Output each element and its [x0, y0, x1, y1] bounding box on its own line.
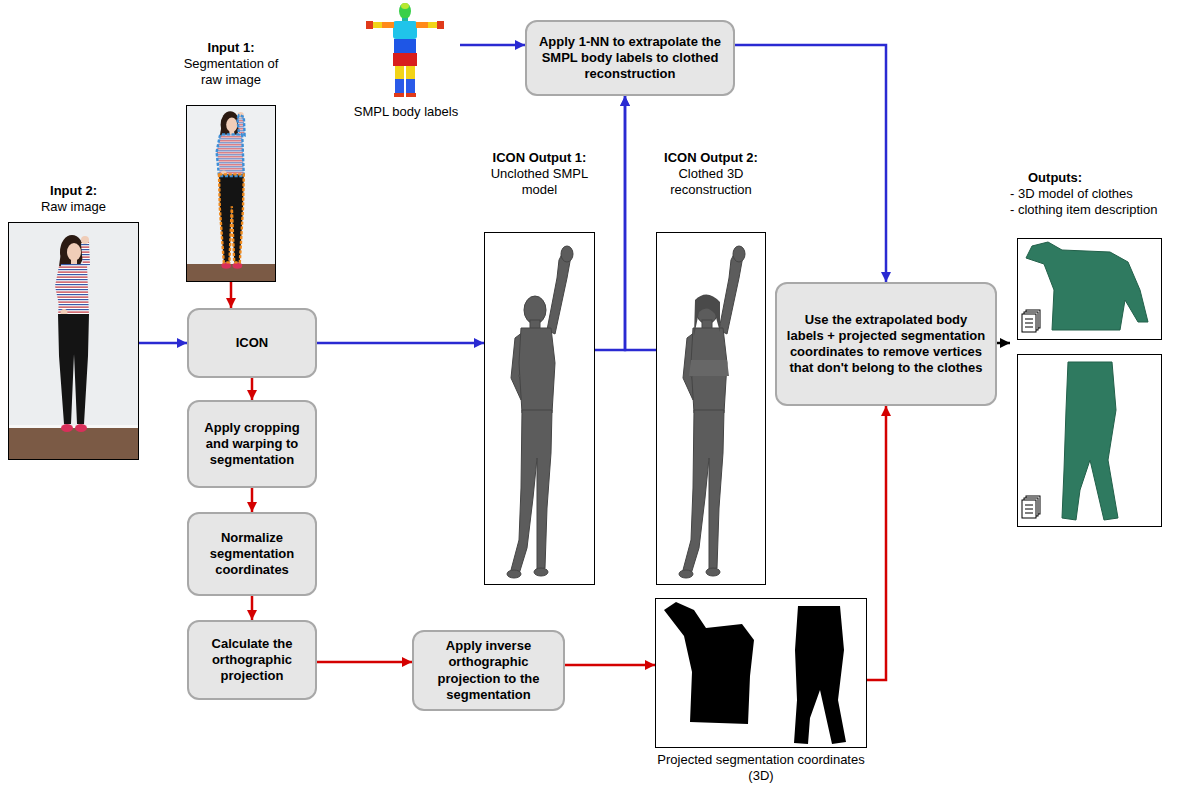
flow-arrow — [867, 406, 886, 680]
flow-arrow — [251, 596, 254, 620]
flow-arrow — [317, 342, 484, 345]
flow-arrow — [595, 96, 625, 350]
heading: ICON Output 2: — [656, 150, 766, 166]
output-clothes — [1022, 242, 1148, 520]
image-frame — [1017, 238, 1162, 340]
heading: Input 1: — [176, 40, 286, 56]
caption-block: ICON Output 2:Clothed 3D reconstruction — [656, 150, 766, 198]
box-text: Use the extrapolated body labels + proje… — [785, 312, 987, 377]
flow-arrow — [317, 661, 412, 664]
description: Raw image — [8, 199, 139, 215]
reference-image: SMPL body labels — [352, 2, 460, 120]
projection-image: Projected segmentation coordinates (3D) — [655, 598, 867, 784]
box-text: Apply inverse orthographic projection to… — [422, 638, 555, 703]
process-box: Normalize segmentation coordinates — [187, 512, 317, 596]
box-text: Calculate the orthographic projection — [197, 636, 307, 685]
flow-arrow — [251, 378, 254, 400]
flow-arrow — [997, 342, 1010, 345]
description: Unclothed SMPL model — [484, 166, 595, 198]
box-text: Apply 1-NN to extrapolate the SMPL body … — [535, 34, 725, 83]
caption-block: Input 1:Segmentation of raw image — [176, 40, 286, 88]
description: Projected segmentation coordinates (3D) — [655, 752, 867, 784]
image-frame — [484, 232, 595, 585]
process-box: ICON — [187, 308, 317, 378]
box-text: Normalize segmentation coordinates — [197, 530, 307, 579]
process-box: Calculate the orthographic projection — [187, 620, 317, 700]
flow-arrow — [139, 342, 187, 345]
flow-arrow — [230, 282, 233, 308]
process-box: Apply inverse orthographic projection to… — [412, 630, 565, 711]
flow-arrow — [625, 96, 656, 350]
caption-block: SMPL body labels — [352, 104, 460, 120]
flow-arrow — [460, 44, 525, 47]
flow-arrow — [251, 488, 254, 512]
description: Clothed 3D reconstruction — [656, 166, 766, 198]
output-image: ICON Output 1:Unclothed SMPL model — [484, 150, 595, 585]
process-box: Use the extrapolated body labels + proje… — [775, 282, 997, 406]
clothed-mesh — [679, 246, 745, 578]
output-image: ICON Output 2:Clothed 3D reconstruction — [656, 150, 766, 585]
caption-block: Outputs:- 3D model of clothes- clothing … — [1010, 170, 1188, 218]
description: SMPL body labels — [352, 104, 460, 120]
projected-silhouettes — [664, 602, 846, 744]
description: - 3D model of clothes — [1010, 186, 1188, 202]
description: Segmentation of raw image — [176, 56, 286, 88]
heading: Outputs: — [1010, 170, 1188, 186]
description: - clothing item description — [1010, 202, 1188, 218]
input-image: Input 1:Segmentation of raw image — [176, 40, 286, 282]
process-box: Apply 1-NN to extrapolate the SMPL body … — [525, 20, 735, 96]
heading: Input 2: — [8, 183, 139, 199]
input-image: Input 2:Raw image — [8, 183, 139, 460]
output-panel: Outputs:- 3D model of clothes- clothing … — [1010, 170, 1188, 530]
image-frame — [186, 105, 276, 282]
box-text: ICON — [236, 335, 269, 351]
unclothed-mesh — [507, 246, 573, 578]
process-box: Apply cropping and warping to segmentati… — [187, 400, 317, 488]
image-frame — [655, 598, 867, 748]
caption-block: Input 2:Raw image — [8, 183, 139, 215]
image-frame — [656, 232, 766, 585]
caption-block: Projected segmentation coordinates (3D) — [655, 752, 867, 784]
image-frame — [8, 222, 139, 460]
flow-arrow — [565, 664, 655, 667]
segmentation-photo — [186, 105, 276, 282]
heading: ICON Output 1: — [484, 150, 595, 166]
box-text: Apply cropping and warping to segmentati… — [197, 420, 307, 469]
image-frame — [1017, 354, 1162, 527]
smpl-label-figure — [366, 3, 444, 97]
caption-block: ICON Output 1:Unclothed SMPL model — [484, 150, 595, 198]
raw-photo — [8, 222, 139, 460]
